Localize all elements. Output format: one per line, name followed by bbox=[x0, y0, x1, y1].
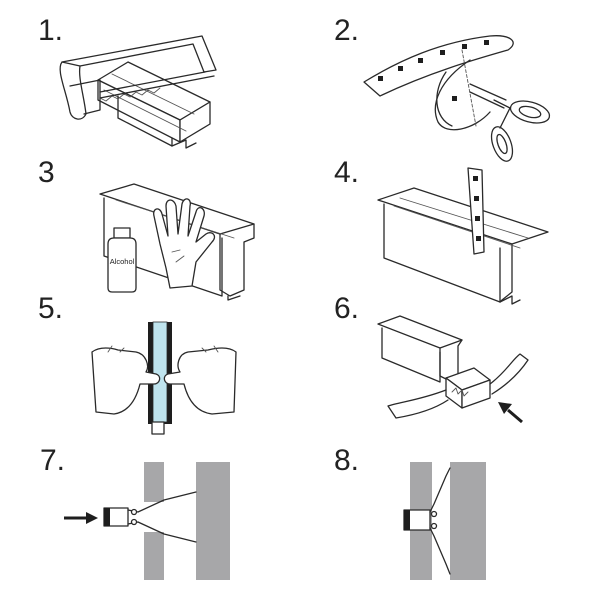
step-8-number: 8. bbox=[334, 444, 359, 477]
step-2-number: 2. bbox=[334, 14, 359, 47]
left-hand-icon bbox=[91, 345, 161, 415]
ceiling-section bbox=[410, 462, 486, 580]
right-hand-icon bbox=[163, 345, 237, 415]
step-5-panel: 5. bbox=[38, 292, 237, 435]
step-1-number: 1. bbox=[38, 14, 63, 47]
profile-with-clips bbox=[103, 491, 197, 543]
step-7-panel: 7. bbox=[40, 444, 230, 580]
step-1-panel: 1. bbox=[38, 14, 217, 149]
aluminum-profile bbox=[377, 315, 463, 383]
step-2-panel: 2. bbox=[334, 14, 551, 162]
step-7-number: 7. bbox=[40, 444, 65, 477]
step-4-panel: 4. bbox=[334, 156, 549, 305]
bottle-label: Alcohol bbox=[110, 257, 135, 266]
hacksaw-icon bbox=[59, 35, 217, 120]
led-strip bbox=[467, 167, 485, 255]
led-strip bbox=[363, 35, 514, 131]
step-3-panel: 3 Alcohol bbox=[38, 156, 255, 301]
arrow-icon bbox=[64, 512, 98, 524]
step-8-panel: 8. bbox=[334, 444, 486, 580]
ceiling-section bbox=[144, 462, 230, 580]
scissors-icon bbox=[469, 83, 551, 162]
step-5-number: 5. bbox=[38, 292, 63, 325]
spring-clip bbox=[387, 353, 529, 419]
aluminum-profile bbox=[97, 61, 211, 149]
step-6-number: 6. bbox=[334, 292, 359, 325]
step-4-number: 4. bbox=[334, 156, 359, 189]
installed-profile bbox=[403, 467, 451, 575]
profile-with-diffuser bbox=[148, 321, 172, 435]
alcohol-bottle: Alcohol bbox=[107, 227, 137, 293]
step-6-panel: 6. bbox=[334, 292, 529, 424]
aluminum-profile bbox=[377, 187, 549, 305]
step-3-number: 3 bbox=[38, 156, 55, 189]
arrow-icon bbox=[498, 402, 523, 424]
hand-icon bbox=[153, 198, 216, 289]
